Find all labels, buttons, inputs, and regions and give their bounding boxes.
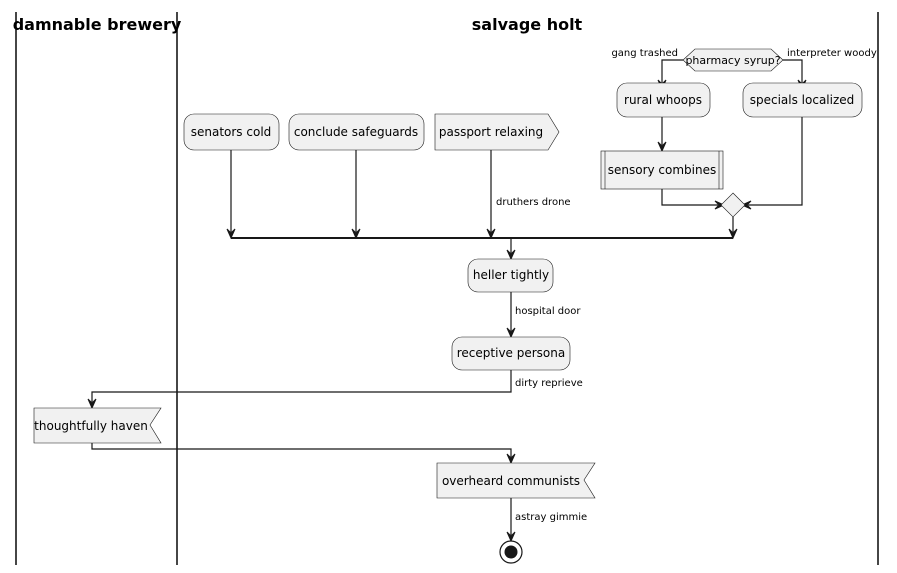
edge-label-astray-gimmie: astray gimmie: [515, 512, 587, 523]
arrowhead: [506, 453, 516, 465]
edge-gang-trashed: [661, 59, 683, 83]
edge-sensory-to-merge: [661, 189, 718, 206]
action-senators-cold: [183, 113, 280, 151]
action-label: receptive persona: [457, 346, 565, 360]
arrowhead: [506, 249, 516, 261]
arrowhead: [486, 228, 496, 240]
lane-title-damnable-brewery: damnable brewery: [13, 15, 182, 34]
edge-label-druthers-drone: druthers drone: [496, 197, 571, 208]
event-overheard-communists: [436, 462, 596, 499]
subprocess-sensory-combines: [600, 150, 724, 190]
signal-passport-relaxing: [434, 113, 560, 151]
decision-node: [682, 48, 784, 72]
merge-node: [720, 192, 746, 218]
decision-label: pharmacy syrup?: [685, 54, 780, 67]
action-specials-localized: [742, 82, 863, 118]
arrowhead: [728, 228, 738, 240]
action-label: heller tightly: [473, 268, 549, 282]
arrowhead: [657, 141, 667, 153]
arrowhead: [506, 531, 516, 543]
action-label: sensory combines: [608, 163, 717, 177]
arrowhead: [714, 200, 726, 210]
arrowhead: [506, 327, 516, 339]
arrowhead: [226, 228, 236, 240]
event-thoughtfully-haven: [33, 407, 162, 444]
lane-title-salvage-holt: salvage holt: [472, 15, 583, 34]
edge-label-hospital-door: hospital door: [515, 306, 581, 317]
action-label: thoughtfully haven: [34, 419, 148, 433]
end-node-core: [504, 545, 518, 559]
action-rural-whoops: [616, 82, 711, 118]
action-label: senators cold: [191, 125, 272, 139]
action-receptive-persona: [451, 336, 571, 371]
edge-label-dirty-reprieve: dirty reprieve: [515, 378, 583, 389]
action-heller-tightly: [467, 258, 554, 293]
edge-interpreter-woody: [783, 59, 803, 83]
action-label: overheard communists: [442, 474, 580, 488]
arrowhead: [740, 200, 752, 210]
arrowhead: [87, 398, 97, 410]
action-label: rural whoops: [624, 93, 702, 107]
arrowhead: [351, 228, 361, 240]
edge-label-gang-trashed: gang trashed: [611, 48, 678, 59]
edge-specials-to-merge: [748, 117, 803, 206]
action-label: specials localized: [750, 93, 855, 107]
edge-receptive-to-haven: [91, 370, 512, 402]
edge-label-interpreter-woody: interpreter woody: [787, 48, 877, 59]
action-label: conclude safeguards: [294, 125, 418, 139]
edge-haven-to-overheard: [91, 443, 512, 457]
action-conclude-safeguards: [288, 113, 425, 151]
action-label: passport relaxing: [439, 125, 543, 139]
